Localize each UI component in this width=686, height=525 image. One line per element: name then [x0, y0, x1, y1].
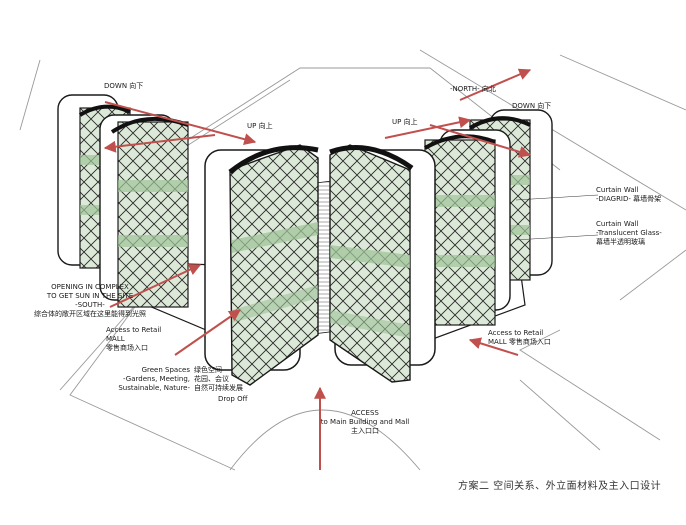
label-access-main-line1: ACCESS [351, 409, 379, 417]
label-up-left: UP 向上 [247, 122, 273, 130]
callout-lines [514, 194, 599, 241]
label-access-right-line2: MALL 零售商场入口 [488, 338, 551, 346]
label-curtain-wall-2-line2: -Translucent Glass- [596, 229, 662, 237]
tower-front-left [204, 144, 319, 386]
label-green-line2-cn: 花园、会议 [194, 375, 229, 383]
label-access-right: Access to Retail MALL 零售商场入口 [488, 329, 551, 347]
label-access-main: ACCESS to Main Building and Mall 主入口口 [305, 409, 425, 436]
label-curtain-wall-2: Curtain Wall -Translucent Glass- 幕墙半透明玻璃 [596, 220, 662, 247]
label-down-left: DOWN 向下 [104, 82, 144, 90]
tower-left-second [99, 114, 189, 308]
tower-front-right [329, 144, 436, 383]
label-green-cn: 绿色空间 花园、会议 自然可持续发展 [194, 366, 243, 393]
label-curtain-wall-1-line1: Curtain Wall [596, 186, 639, 194]
label-access-main-line2: to Main Building and Mall [320, 418, 410, 426]
label-green-line2: -Gardens, Meeting, [123, 375, 190, 383]
annotation-arrows [103, 68, 532, 470]
label-up-right: UP 向上 [392, 118, 418, 126]
label-curtain-wall-2-line1: Curtain Wall [596, 220, 639, 228]
label-access-left-line1: Access to Retail [106, 326, 162, 334]
label-curtain-wall-2-line3: 幕墙半透明玻璃 [596, 238, 645, 246]
label-dropoff: Drop Off [218, 395, 248, 403]
label-green-line3-cn: 自然可持续发展 [194, 384, 243, 392]
tower-right-second [424, 129, 511, 326]
label-curtain-wall-1-line2: -DIAGRID- 幕墙骨架 [596, 195, 662, 203]
label-green-line1: Green Spaces [141, 366, 190, 374]
label-opening-line4: 综合体的敞开区域在这里能得到光照 [34, 310, 146, 318]
label-access-left-line2: MALL [106, 335, 125, 343]
label-down-right: DOWN 向下 [512, 102, 552, 110]
label-access-right-line1: Access to Retail [488, 329, 544, 337]
label-opening-line1: OPENING IN COMPLEX [51, 283, 129, 291]
label-curtain-wall-1: Curtain Wall -DIAGRID- 幕墙骨架 [596, 186, 661, 204]
label-green-line1-cn: 绿色空间 [194, 366, 222, 374]
label-access-left-line3: 零售商场入口 [106, 344, 148, 352]
label-north: -NORTH- 向北 [450, 85, 496, 93]
label-access-main-line3: 主入口口 [351, 427, 379, 435]
label-access-left: Access to Retail MALL 零售商场入口 [106, 326, 161, 353]
label-green-en: Green Spaces -Gardens, Meeting, Sustaina… [90, 366, 190, 393]
label-opening-line3: -SOUTH- [75, 301, 105, 309]
label-opening: OPENING IN COMPLEX TO GET SUN IN THE SIT… [20, 283, 160, 319]
label-opening-line2: TO GET SUN IN THE SITE [46, 292, 134, 300]
label-green-line3: Sustainable, Nature- [118, 384, 190, 392]
figure-caption: 方案二 空间关系、外立面材料及主入口设计 [458, 481, 662, 492]
